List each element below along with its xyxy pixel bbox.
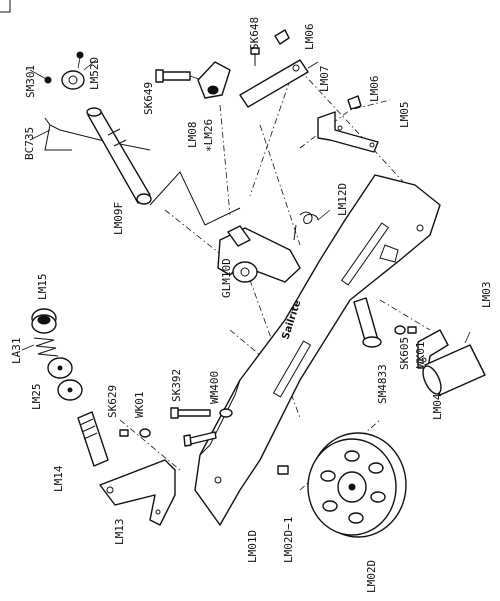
part-lm08-pawl (197, 61, 231, 99)
label-lm02d-1: LM02D−1 (282, 517, 295, 563)
label-lm02d: LM02D (365, 560, 378, 593)
part-lm02d-pulley (307, 432, 407, 538)
label-lm06-b: LM06 (368, 76, 381, 103)
label-bc735: BC735 (23, 127, 36, 160)
part-sk629-wk01-screw (119, 428, 151, 438)
part-labels: SM301 LM52D BC735 LM09F SK649 SK648 LM06… (10, 17, 493, 593)
label-lm07: LM07 (318, 66, 331, 93)
part-lm14-stud (77, 411, 109, 467)
part-lm15-knob (31, 308, 57, 334)
label-sm4833: SM4833 (376, 364, 389, 404)
label-sm301: SM301 (24, 65, 37, 98)
part-sk605-screw (394, 325, 417, 335)
label-la31: LA31 (10, 338, 23, 365)
part-sm4833-pin (353, 297, 382, 348)
label-lm13: LM13 (113, 519, 126, 546)
label-wk01-b: WK01 (414, 342, 427, 369)
part-lm04-hook (417, 329, 449, 369)
part-sk648-screw (250, 47, 260, 66)
part-lm06-pins (274, 29, 362, 110)
label-lm12d: LM12D (336, 183, 349, 216)
label-sk605: SK605 (398, 337, 411, 370)
label-lm01d: LM01D (246, 530, 259, 563)
part-sm301-screws (29, 51, 84, 84)
label-lm52d: LM52D (88, 57, 101, 90)
label-lm14: LM14 (52, 465, 65, 492)
label-wk01-a: WK01 (133, 392, 146, 419)
part-lm05-bracket (317, 111, 379, 153)
label-glm10d: GLM10D (220, 258, 233, 298)
label-lm25: LM25 (30, 384, 43, 411)
label-lm09f: LM09F (112, 202, 125, 235)
part-lm09f-rod (86, 107, 152, 205)
label-lm15: LM15 (36, 274, 49, 301)
label-lm26: ∗LM26 (202, 119, 215, 152)
part-sk392-screw (170, 407, 233, 447)
part-glm10d-lever (217, 225, 301, 283)
label-sk649: SK649 (142, 82, 155, 115)
part-lm01d-plate: Sailrite (194, 174, 441, 526)
part-lm07-link (239, 59, 319, 108)
frame-corner (0, 0, 11, 13)
label-sk648: SK648 (248, 17, 261, 50)
label-lm06-a: LM06 (303, 24, 316, 51)
part-bc735-spring (29, 117, 151, 151)
part-lm02d-1-setscrew (277, 465, 289, 475)
label-lm05: LM05 (398, 102, 411, 129)
part-lm13-bracket (99, 459, 176, 526)
label-lm08: LM08 (186, 122, 199, 149)
part-lm03-roller (422, 331, 486, 396)
part-lm25-discs (47, 357, 83, 401)
part-lm52d-collar (61, 59, 97, 90)
label-sk392: SK392 (170, 369, 183, 402)
label-wm400: WM400 (208, 371, 221, 404)
part-lm12d-spring (293, 209, 331, 241)
label-lm03: LM03 (480, 282, 493, 309)
part-la31-spring (21, 337, 59, 357)
label-sk629: SK629 (106, 385, 119, 418)
label-lm04: LM04 (431, 393, 444, 420)
